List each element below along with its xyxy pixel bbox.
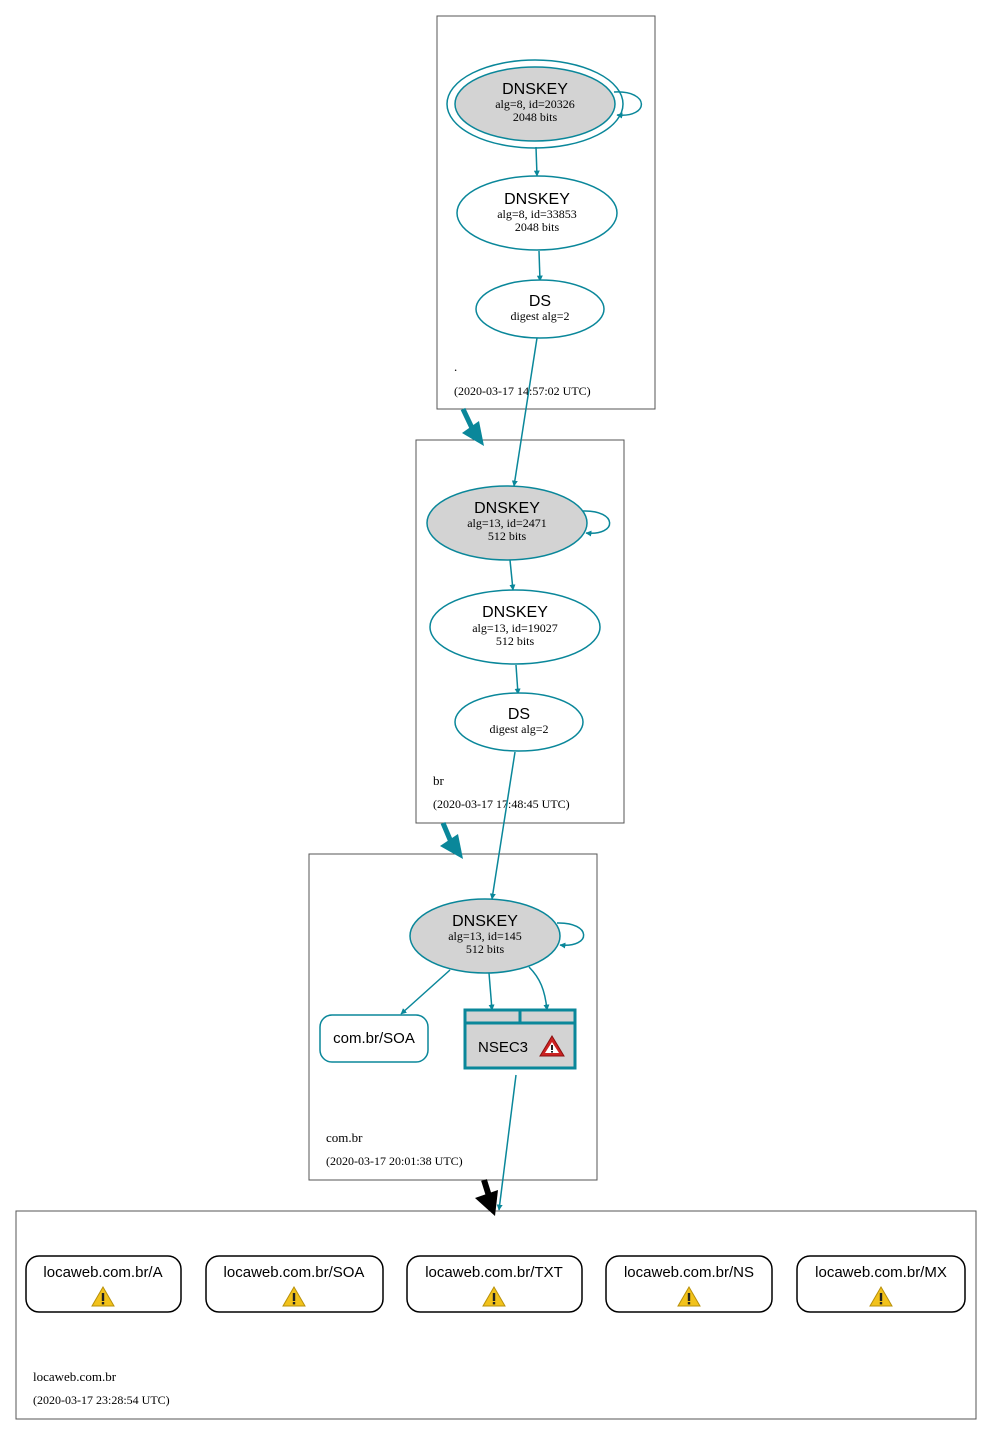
delegation-root-to-br [460,407,484,446]
zone-locaweb-name: locaweb.com.br [33,1369,117,1384]
zone-root-box [436,15,656,410]
root-ksk-bits: 2048 bits [513,110,558,124]
zone-combr-name: com.br [326,1130,363,1145]
root-zsk-title: DNSKEY [504,191,570,208]
edge-root-zsk-to-ds [536,250,543,282]
root-ds-title: DS [529,293,551,310]
edge-root-ds-to-br-ksk [511,337,538,487]
record-mx-label: locaweb.com.br/MX [815,1264,947,1281]
record-ns-label: locaweb.com.br/NS [624,1264,754,1281]
edge-root-ksk-self [613,91,643,119]
record-mx-node[interactable]: locaweb.com.br/MX [796,1255,966,1313]
br-zsk-node[interactable]: DNSKEY alg=13, id=19027 512 bits [429,589,601,665]
record-soa-label: locaweb.com.br/SOA [224,1264,365,1281]
combr-ksk-alg: alg=13, id=145 [448,929,522,943]
root-ksk-alg: alg=8, id=20326 [495,97,575,111]
zone-br-name: br [433,773,445,788]
edge-br-ds-to-combr-ksk [489,751,516,900]
zone-root-name: . [454,359,457,374]
nsec3-label: NSEC3 [478,1039,528,1056]
edge-combr-ksk-to-soa [400,969,451,1015]
br-zsk-title: DNSKEY [482,604,548,621]
record-a-label: locaweb.com.br/A [43,1264,162,1281]
root-ksk-node[interactable]: DNSKEY alg=8, id=20326 2048 bits [446,59,624,149]
br-zsk-bits: 512 bits [496,634,535,648]
root-zsk-bits: 2048 bits [515,220,560,234]
record-txt-label: locaweb.com.br/TXT [425,1264,563,1281]
edge-root-ksk-to-zsk [533,146,540,177]
record-soa-node[interactable]: locaweb.com.br/SOA [205,1255,384,1313]
combr-ksk-title: DNSKEY [452,913,518,930]
zone-locaweb-box [15,1210,977,1420]
root-ds-node[interactable]: DS digest alg=2 [475,279,605,339]
zone-combr-timestamp: (2020-03-17 20:01:38 UTC) [326,1154,463,1168]
edge-br-ksk-self [582,510,611,537]
br-ksk-bits: 512 bits [488,529,527,543]
root-ksk-title: DNSKEY [502,81,568,98]
root-ds-digest: digest alg=2 [510,309,569,323]
error-icon [539,1035,565,1057]
edge-combr-ksk-to-nsec3-b [528,966,550,1011]
combr-soa-node[interactable]: com.br/SOA [319,1014,429,1063]
delegation-combr-to-locaweb [475,1179,498,1216]
edge-combr-ksk-self [556,922,585,949]
combr-ksk-bits: 512 bits [466,942,505,956]
record-a-node[interactable]: locaweb.com.br/A [25,1255,182,1313]
root-zsk-alg: alg=8, id=33853 [497,207,577,221]
nsec3-node[interactable]: NSEC3 [463,1008,577,1070]
delegation-br-to-combr [440,822,463,859]
edge-combr-ksk-to-nsec3-a [488,972,495,1011]
br-ds-node[interactable]: DS digest alg=2 [454,692,584,752]
root-zsk-node[interactable]: DNSKEY alg=8, id=33853 2048 bits [456,175,618,251]
zone-combr-box [308,853,598,1181]
br-zsk-alg: alg=13, id=19027 [472,621,558,635]
edge-br-ksk-to-zsk [509,559,516,591]
br-ds-digest: digest alg=2 [489,722,548,736]
edge-nsec3-to-locaweb [496,1074,517,1211]
record-ns-node[interactable]: locaweb.com.br/NS [605,1255,773,1313]
zone-br-timestamp: (2020-03-17 17:48:45 UTC) [433,797,570,811]
zone-locaweb-timestamp: (2020-03-17 23:28:54 UTC) [33,1393,170,1407]
br-ksk-title: DNSKEY [474,500,540,517]
edge-br-zsk-to-ds [514,664,521,695]
zone-br-box [415,439,625,824]
record-txt-node[interactable]: locaweb.com.br/TXT [406,1255,583,1313]
combr-soa-label: com.br/SOA [333,1030,415,1047]
br-ksk-alg: alg=13, id=2471 [467,516,547,530]
br-ksk-node[interactable]: DNSKEY alg=13, id=2471 512 bits [426,485,588,561]
zone-root-timestamp: (2020-03-17 14:57:02 UTC) [454,384,591,398]
br-ds-title: DS [508,706,530,723]
combr-ksk-node[interactable]: DNSKEY alg=13, id=145 512 bits [409,898,561,974]
